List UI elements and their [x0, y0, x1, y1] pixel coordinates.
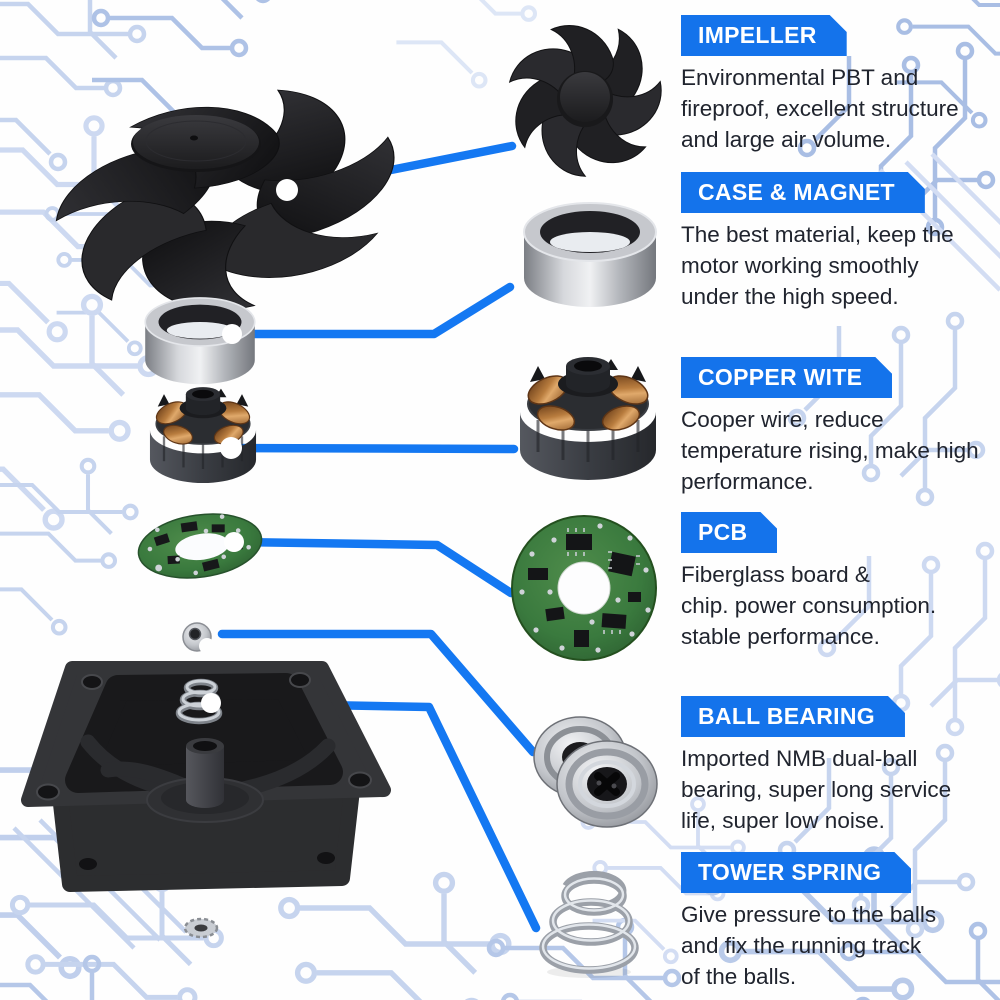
badge-ball-bearing: BALL BEARING — [681, 696, 905, 737]
anchor-dot-pcb — [224, 532, 244, 552]
magnet-ring-large-photo — [523, 202, 657, 307]
section-impeller: IMPELLER Environmental PBT and fireproof… — [681, 15, 999, 155]
callout-anchor-dots — [201, 179, 298, 713]
star-washer-photo — [183, 917, 219, 939]
pcb-tilted-photo — [137, 513, 263, 579]
copper-stator-small-photo — [148, 385, 258, 485]
fan-impeller-angled-photo — [55, 89, 395, 311]
connector-copper — [227, 443, 519, 454]
description-copper-wire: Cooper wire, reduce temperature rising, … — [681, 407, 979, 494]
anchor-dot-magnet — [222, 324, 242, 344]
anchor-dot-copper — [220, 437, 242, 459]
description-impeller: Environmental PBT and fireproof, excelle… — [681, 65, 959, 152]
section-case-magnet: CASE & MAGNET The best material, keep th… — [681, 172, 999, 312]
badge-copper-wire: COPPER WITE — [681, 357, 892, 398]
anchor-dot-impeller — [276, 179, 298, 201]
section-pcb: PCB Fiberglass board & chip. power consu… — [681, 512, 999, 652]
anchor-dot-spring — [201, 693, 221, 713]
badge-case-magnet: CASE & MAGNET — [681, 172, 925, 213]
connector-magnet — [228, 282, 515, 339]
pcb-front-photo — [511, 515, 657, 661]
connector-bearing — [217, 629, 538, 757]
description-tower-spring: Give pressure to the balls and fix the r… — [681, 902, 937, 989]
description-case-magnet: The best material, keep the motor workin… — [681, 222, 954, 309]
badge-tower-spring: TOWER SPRING — [681, 852, 911, 893]
section-tower-spring: TOWER SPRING Give pressure to the balls … — [681, 852, 999, 992]
magnet-ring-small-photo — [144, 297, 256, 385]
connector-pcb — [230, 537, 516, 598]
badge-impeller: IMPELLER — [681, 15, 847, 56]
tower-spring-photo — [539, 871, 639, 978]
fan-frame-case-photo — [21, 661, 391, 892]
section-ball-bearing: BALL BEARING Imported NMB dual-ball bear… — [681, 696, 999, 836]
copper-stator-large-photo — [520, 357, 656, 480]
section-copper-wire: COPPER WITE Cooper wire, reduce temperat… — [681, 357, 999, 497]
dual-ball-bearing-photo — [533, 716, 658, 828]
badge-pcb: PCB — [681, 512, 777, 553]
description-pcb: Fiberglass board & chip. power consumpti… — [681, 562, 937, 649]
retaining-nut-photo — [182, 622, 215, 654]
fan-impeller-front-photo — [508, 25, 662, 177]
description-ball-bearing: Imported NMB dual-ball bearing, super lo… — [681, 746, 952, 833]
